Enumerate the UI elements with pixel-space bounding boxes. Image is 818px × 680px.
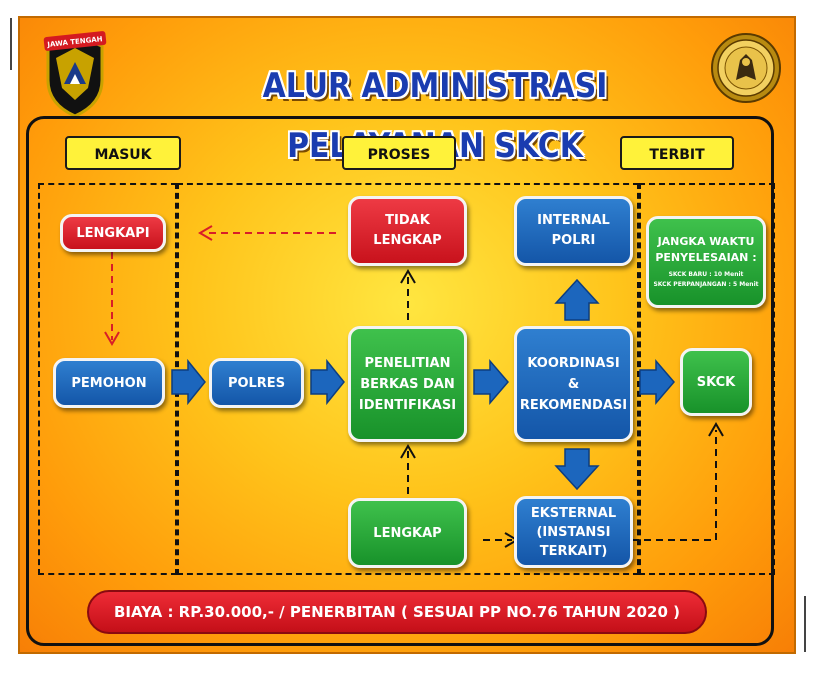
node-penelitian: PENELITIAN BERKAS DAN IDENTIFIKASI bbox=[348, 326, 467, 442]
jangka-perpanjangan: SKCK PERPANJANGAN : 5 Menit bbox=[653, 281, 759, 288]
node-polres-label: POLRES bbox=[227, 375, 286, 391]
node-lengkapi: LENGKAPI bbox=[60, 214, 166, 252]
page-title: ALUR ADMINISTRASI PELAYANAN SKCK bbox=[262, 66, 608, 166]
node-pemohon: PEMOHON bbox=[53, 358, 165, 408]
jangka-title-line-1: JANGKA WAKTU bbox=[657, 235, 755, 248]
node-skck: SKCK bbox=[680, 348, 752, 416]
arrow-koordinasi-to-skck bbox=[639, 358, 675, 406]
node-penelitian-line-2: BERKAS DAN bbox=[360, 376, 455, 392]
emblem-right bbox=[710, 32, 782, 104]
arrow-penelitian-to-koordinasi bbox=[473, 358, 509, 406]
left-edge-line bbox=[10, 18, 12, 70]
node-koordinasi-line-3: REKOMENDASI bbox=[519, 397, 628, 413]
node-eksternal-line-1: EKSTERNAL bbox=[530, 505, 617, 521]
fee-banner: BIAYA : RP.30.000,- / PENERBITAN ( SESUA… bbox=[87, 590, 707, 634]
node-koordinasi-line-1: KOORDINASI bbox=[527, 355, 620, 371]
node-lengkap-label: LENGKAP bbox=[373, 525, 442, 541]
node-koordinasi-line-2: & bbox=[567, 376, 580, 392]
node-eksternal-line-2: (INSTANSI bbox=[536, 524, 611, 540]
arrow-pemohon-to-polres bbox=[171, 358, 206, 406]
arrow-koordinasi-to-eksternal bbox=[554, 448, 600, 491]
node-polres: POLRES bbox=[209, 358, 304, 408]
diagram-frame bbox=[26, 116, 774, 646]
node-penelitian-line-1: PENELITIAN bbox=[364, 355, 451, 371]
node-lengkap: LENGKAP bbox=[348, 498, 467, 568]
node-lengkapi-label: LENGKAPI bbox=[76, 225, 150, 241]
node-internal-line-1: INTERNAL bbox=[537, 213, 610, 228]
section-label-masuk: MASUK bbox=[65, 136, 181, 170]
node-tidak-lengkap-line-2: LENGKAP bbox=[373, 233, 442, 248]
node-koordinasi: KOORDINASI & REKOMENDASI bbox=[514, 326, 633, 442]
shield-icon bbox=[46, 38, 104, 118]
node-tidak-lengkap: TIDAK LENGKAP bbox=[348, 196, 467, 266]
node-internal-polri: INTERNAL POLRI bbox=[514, 196, 633, 266]
node-tidak-lengkap-line-1: TIDAK bbox=[385, 213, 430, 228]
node-eksternal: EKSTERNAL (INSTANSI TERKAIT) bbox=[514, 496, 633, 568]
section-label-proses: PROSES bbox=[342, 136, 456, 170]
node-jangka-waktu: JANGKA WAKTU PENYELESAIAN : SKCK BARU : … bbox=[646, 216, 766, 308]
node-pemohon-label: PEMOHON bbox=[71, 375, 147, 391]
node-internal-line-2: POLRI bbox=[551, 233, 596, 248]
node-eksternal-line-3: TERKAIT) bbox=[539, 543, 608, 559]
arrow-eksternal-to-skck bbox=[632, 430, 717, 541]
arrow-koordinasi-to-internal bbox=[554, 278, 600, 321]
section-label-terbit: TERBIT bbox=[620, 136, 734, 170]
jangka-title-line-2: PENYELESAIAN : bbox=[655, 251, 757, 264]
node-penelitian-line-3: IDENTIFIKASI bbox=[358, 397, 457, 413]
emblem-icon bbox=[711, 33, 781, 103]
arrow-polres-to-penelitian bbox=[310, 358, 345, 406]
node-skck-label: SKCK bbox=[696, 374, 736, 390]
jangka-baru: SKCK BARU : 10 Menit bbox=[668, 271, 744, 278]
right-edge-line bbox=[804, 596, 806, 652]
logo-jawa-tengah: JAWA TENGAH bbox=[42, 28, 108, 118]
